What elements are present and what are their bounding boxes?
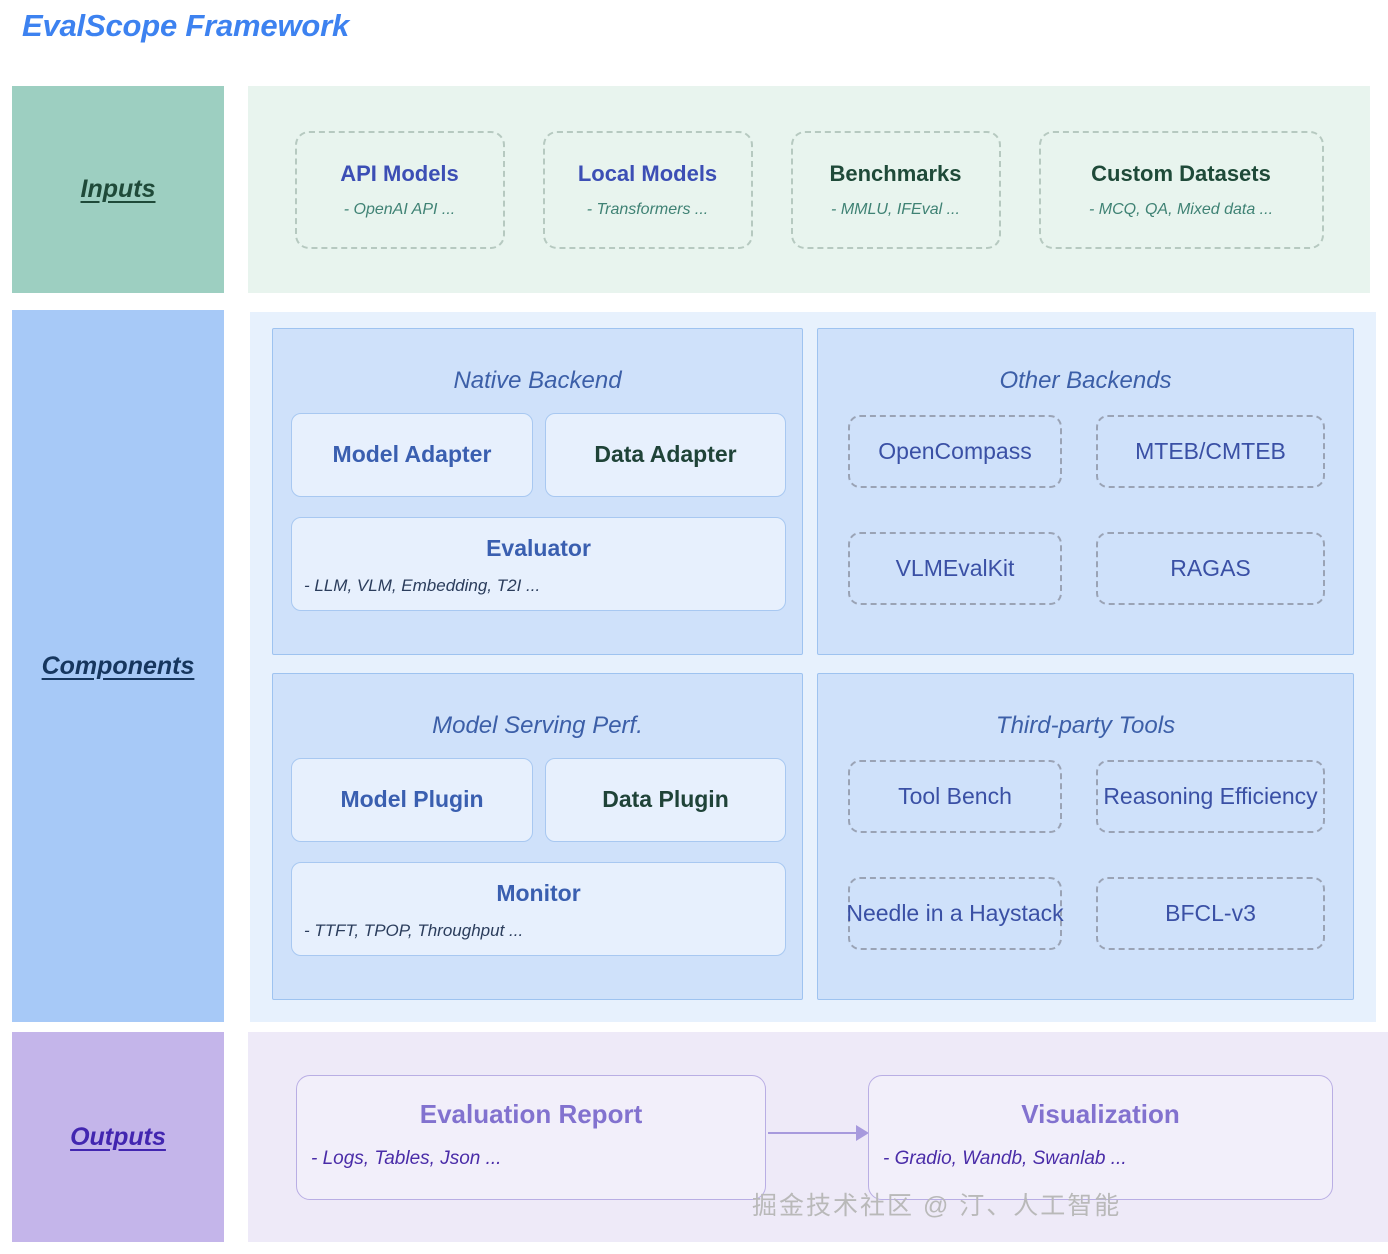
card-title: Tool Bench (898, 783, 1012, 809)
card-title: Data Plugin (602, 786, 729, 812)
sub-panel-title: Native Backend (453, 367, 622, 394)
card-bfcl-v3[interactable]: BFCL-v3 (1096, 877, 1325, 950)
card-title: Reasoning Efficiency (1103, 783, 1318, 809)
flow-arrow-line (768, 1132, 860, 1134)
row-label-components-text: Components (41, 651, 195, 680)
card-title: OpenCompass (878, 438, 1032, 464)
card-vlmevalkit[interactable]: VLMEvalKit (848, 532, 1062, 605)
watermark: 掘金技术社区 @ 汀、人工智能 (752, 1192, 1122, 1220)
card-model-adapter[interactable]: Model Adapter (291, 413, 533, 497)
card-title: Model Plugin (340, 786, 484, 812)
inputs-panel: API Models - OpenAI API ... Local Models… (248, 86, 1370, 293)
card-title: RAGAS (1170, 555, 1251, 581)
sub-panel-title: Other Backends (999, 367, 1172, 394)
card-title: Visualization (1021, 1099, 1180, 1129)
card-ragas[interactable]: RAGAS (1096, 532, 1325, 605)
row-label-inputs: Inputs (12, 86, 224, 293)
card-opencompass[interactable]: OpenCompass (848, 415, 1062, 488)
card-title: MTEB/CMTEB (1135, 438, 1286, 464)
card-tool-bench[interactable]: Tool Bench (848, 760, 1062, 833)
components-panel: Native Backend Model Adapter Data Adapte… (250, 312, 1376, 1022)
input-card-local-models[interactable]: Local Models - Transformers ... (542, 130, 753, 249)
card-data-plugin[interactable]: Data Plugin (545, 758, 786, 842)
sub-panel-other-backends: Other Backends OpenCompass MTEB/CMTEB VL… (817, 328, 1354, 655)
card-title: Monitor (496, 880, 581, 906)
card-title: Model Adapter (332, 441, 492, 467)
input-card-api-models[interactable]: API Models - OpenAI API ... (294, 130, 505, 249)
input-card-subtitle: - MCQ, QA, Mixed data ... (1088, 200, 1274, 218)
input-card-subtitle: - MMLU, IFEval ... (831, 200, 960, 218)
sub-panel-native-backend: Native Backend Model Adapter Data Adapte… (272, 328, 803, 655)
input-card-title: Local Models (577, 160, 718, 186)
card-subtitle: - Logs, Tables, Json ... (311, 1148, 502, 1169)
card-monitor[interactable]: Monitor - TTFT, TPOP, Throughput ... (291, 862, 786, 956)
card-needle-in-a-haystack[interactable]: Needle in a Haystack (846, 877, 1064, 950)
flow-arrow-icon (856, 1125, 869, 1141)
card-title: BFCL-v3 (1165, 900, 1256, 926)
sub-panel-title: Model Serving Perf. (432, 712, 643, 739)
card-title: Evaluator (486, 535, 591, 561)
card-title: Data Adapter (594, 441, 737, 467)
outputs-panel: Evaluation Report - Logs, Tables, Json .… (248, 1032, 1388, 1242)
row-label-outputs-text: Outputs (70, 1122, 166, 1151)
input-card-custom-datasets[interactable]: Custom Datasets - MCQ, QA, Mixed data ..… (1038, 130, 1324, 249)
card-visualization[interactable]: Visualization - Gradio, Wandb, Swanlab .… (868, 1075, 1333, 1200)
input-card-subtitle: - Transformers ... (586, 200, 709, 218)
card-evaluation-report[interactable]: Evaluation Report - Logs, Tables, Json .… (296, 1075, 766, 1200)
card-mteb-cmteb[interactable]: MTEB/CMTEB (1096, 415, 1325, 488)
row-label-inputs-text: Inputs (80, 175, 156, 203)
sub-panel-title: Third-party Tools (995, 712, 1176, 739)
input-card-subtitle: - OpenAI API ... (343, 200, 456, 218)
input-card-benchmarks[interactable]: Benchmarks - MMLU, IFEval ... (790, 130, 1001, 249)
card-title: Evaluation Report (419, 1099, 643, 1129)
page-title: EvalScope Framework (22, 8, 350, 43)
card-reasoning-efficiency[interactable]: Reasoning Efficiency (1096, 760, 1325, 833)
sub-panel-third-party-tools: Third-party Tools Tool Bench Reasoning E… (817, 673, 1354, 1000)
card-subtitle: - TTFT, TPOP, Throughput ... (304, 921, 524, 940)
input-card-title: Benchmarks (829, 160, 962, 186)
row-label-outputs: Outputs (12, 1032, 224, 1242)
card-title: VLMEvalKit (895, 555, 1015, 581)
input-card-title: API Models (340, 160, 459, 186)
card-model-plugin[interactable]: Model Plugin (291, 758, 533, 842)
card-subtitle: - Gradio, Wandb, Swanlab ... (883, 1148, 1127, 1169)
card-evaluator[interactable]: Evaluator - LLM, VLM, Embedding, T2I ... (291, 517, 786, 611)
sub-panel-model-serving-perf: Model Serving Perf. Model Plugin Data Pl… (272, 673, 803, 1000)
row-label-components: Components (12, 310, 224, 1022)
input-card-title: Custom Datasets (1091, 160, 1271, 186)
card-data-adapter[interactable]: Data Adapter (545, 413, 786, 497)
card-subtitle: - LLM, VLM, Embedding, T2I ... (304, 576, 541, 595)
card-title: Needle in a Haystack (846, 900, 1064, 926)
